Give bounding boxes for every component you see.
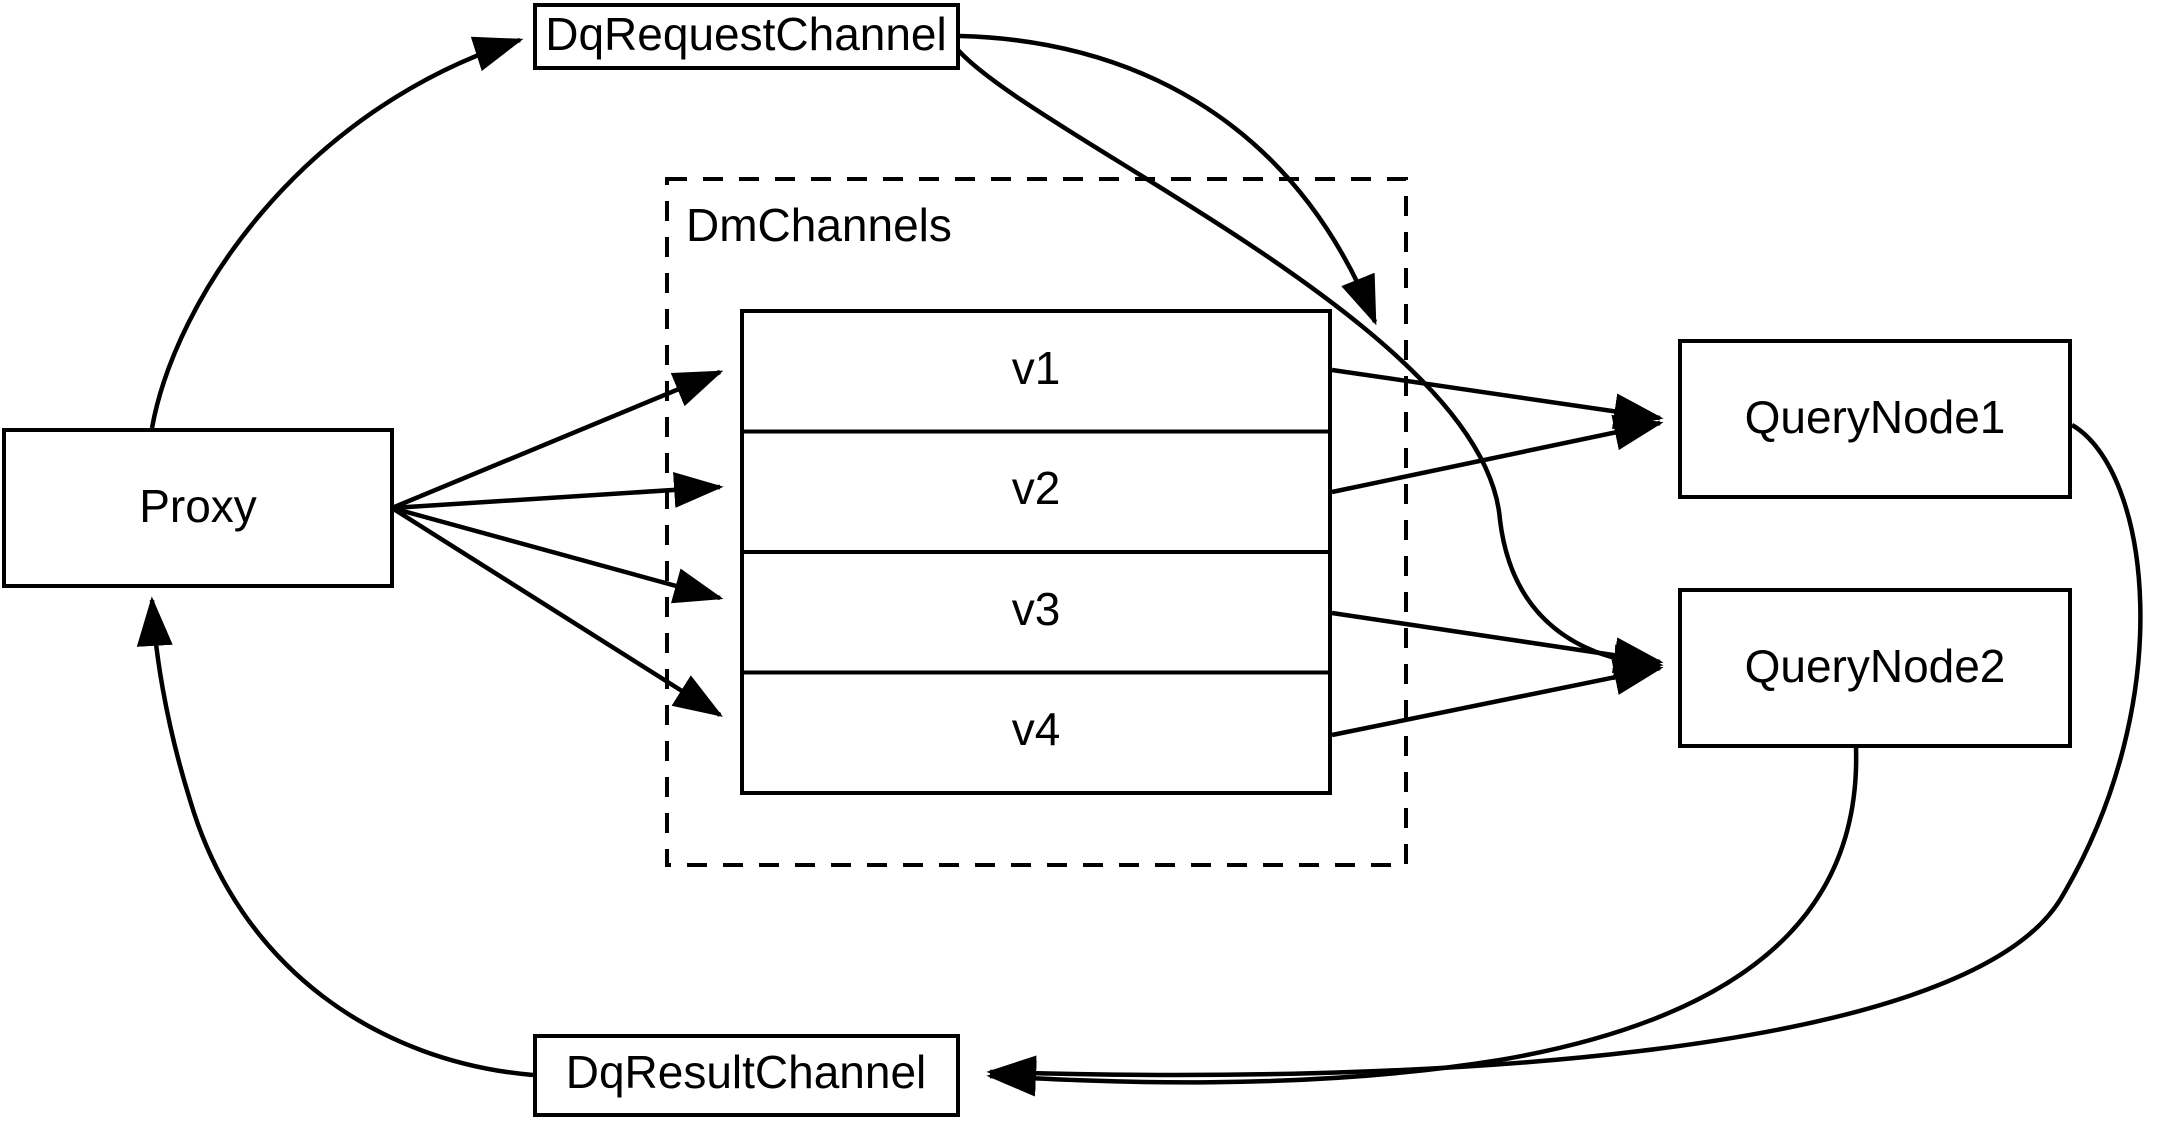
dmchannels-group-box <box>665 177 1408 867</box>
edge-dqresultchannel-to-proxy <box>136 596 534 1078</box>
node-dqrequestchannel-box[interactable] <box>533 3 960 70</box>
edge-dqrequestchannel-to-querynode2 <box>956 48 1664 681</box>
edge-proxy-to-v3 <box>391 505 724 604</box>
channel-row-v4-label: v4 <box>1012 703 1061 755</box>
node-proxy-box[interactable] <box>2 428 394 588</box>
channel-row-v1-label: v1 <box>1012 342 1061 394</box>
node-querynode2-label: QueryNode2 <box>1745 640 2006 692</box>
edge-dqrequestchannel-to-querynode1 <box>959 33 1378 326</box>
edge-querynode2-to-dqresultchannel <box>986 747 1859 1097</box>
edge-v2-to-querynode1 <box>1331 414 1664 495</box>
node-querynode2-box[interactable] <box>1678 588 2072 748</box>
edge-querynode1-to-dqresultchannel <box>986 423 2143 1092</box>
edge-v4-to-querynode2 <box>1331 659 1664 738</box>
edge-proxy-to-dqrequestchannel <box>149 36 524 429</box>
edge-proxy-to-v2 <box>391 471 724 511</box>
channel-row-v2-label: v2 <box>1012 462 1061 514</box>
edge-proxy-to-v1 <box>391 369 724 511</box>
edge-proxy-to-v4 <box>390 506 724 717</box>
node-querynode1-label: QueryNode1 <box>1745 391 2006 443</box>
node-querynode1-box[interactable] <box>1678 339 2072 499</box>
dmchannels-group-label: DmChannels <box>686 199 952 251</box>
node-dqresultchannel-box[interactable] <box>533 1034 960 1117</box>
node-dqrequestchannel-label: DqRequestChannel <box>545 8 947 60</box>
edge-v3-to-querynode2 <box>1331 610 1664 674</box>
node-proxy-label: Proxy <box>139 480 257 532</box>
channel-row-v3-label: v3 <box>1012 583 1061 635</box>
node-dqresultchannel-label: DqResultChannel <box>566 1046 927 1098</box>
edge-v1-to-querynode1 <box>1331 367 1664 430</box>
